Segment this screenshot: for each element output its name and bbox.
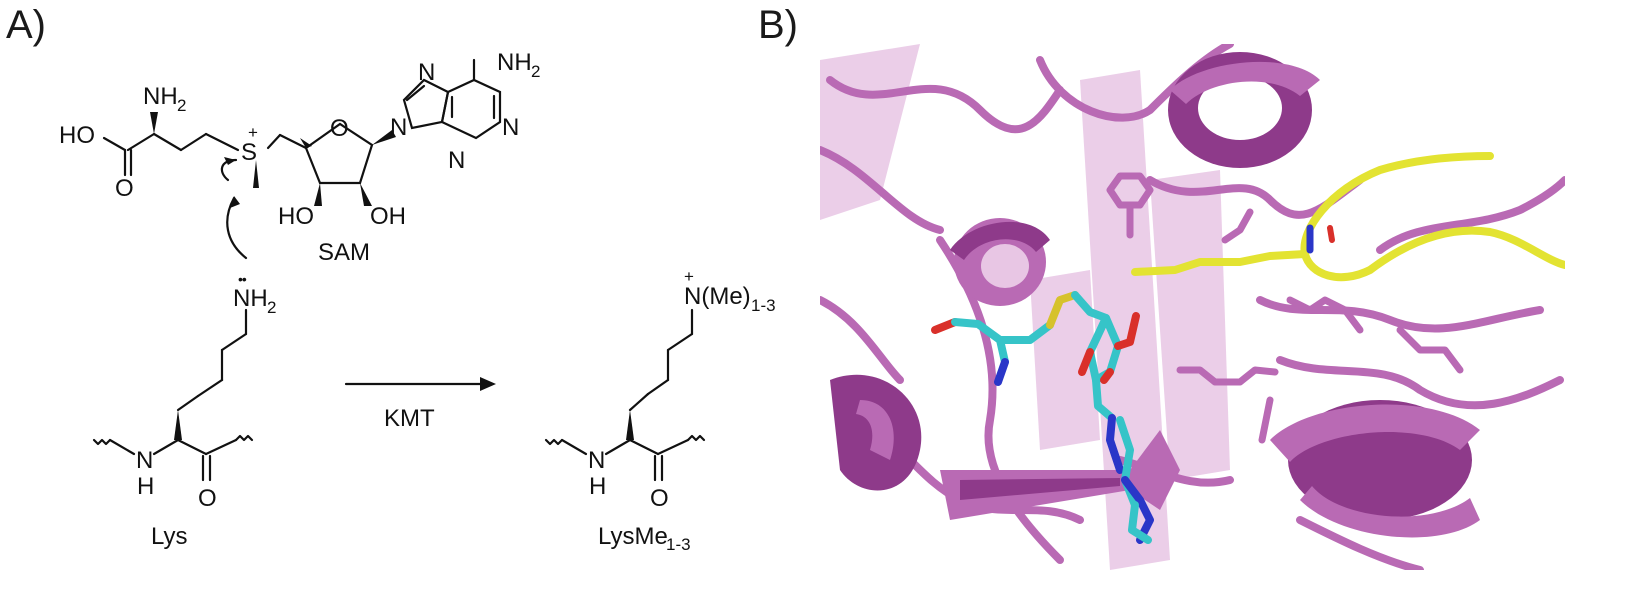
residue-sticks (1106, 172, 1464, 444)
protein-structure-render (820, 44, 1565, 570)
purine-n1-label: N (502, 114, 519, 141)
lys-wavy-left (92, 438, 112, 446)
enzyme-label: KMT (384, 405, 435, 432)
product-nme-label: N(Me) (684, 283, 751, 310)
wedge-bond (150, 112, 158, 134)
ribose-oh-label: OH (370, 203, 406, 230)
product-o-label: O (650, 485, 669, 512)
lys-h-label: H (137, 473, 154, 500)
lys-nh2-label: NH (233, 285, 268, 312)
panel-a: A) (6, 3, 776, 554)
product-n-label: N (588, 447, 605, 474)
panel-b: B) (758, 3, 1565, 570)
panel-a-label: A) (6, 3, 46, 47)
product-structure (544, 308, 706, 482)
purine-n7-label: N (418, 59, 435, 86)
helix-bottom-left (830, 374, 922, 491)
ribose-o-label: O (330, 115, 349, 142)
product-n-charge: + (684, 267, 694, 286)
product-wavy-left (544, 438, 564, 446)
lys-name-label: Lys (151, 523, 187, 550)
purine-n9-label: N (390, 114, 407, 141)
ribose-ho-label: HO (278, 203, 314, 230)
helix-top (1168, 52, 1320, 168)
sam-s-label: S (241, 139, 257, 166)
lys-wavy-right (234, 434, 254, 442)
sam-structure (102, 58, 502, 206)
adenine-nh2-subscript: 2 (531, 62, 540, 81)
sam-nh2-label: NH (143, 83, 178, 110)
lys-lone-pair: •• (238, 271, 247, 287)
sam-s-charge: + (248, 123, 258, 142)
peptide-oxygen (1327, 225, 1335, 243)
sheet-arrow-bottom (940, 430, 1180, 520)
adenine-nh2-label: NH (497, 49, 532, 76)
helix-bottom-right (1270, 400, 1480, 538)
sam-ligand (931, 291, 1154, 544)
purine-n3-label: N (448, 147, 465, 174)
nucleophile-curved-arrow (226, 196, 248, 260)
lys-structure (92, 308, 254, 482)
lys-nh2-subscript: 2 (267, 298, 276, 317)
sam-o-label: O (115, 175, 134, 202)
helix-left (950, 218, 1050, 306)
lys-o-label: O (198, 485, 217, 512)
sam-name-label: SAM (318, 239, 370, 266)
sam-ho-label: HO (59, 122, 95, 149)
panel-b-label: B) (758, 3, 798, 47)
product-name-subscript: 1-3 (666, 535, 691, 554)
product-name-label: LysMe (598, 523, 668, 550)
sam-nh2-subscript: 2 (177, 96, 186, 115)
lys-n-label: N (136, 447, 153, 474)
product-wavy-right (686, 434, 706, 442)
product-h-label: H (589, 473, 606, 500)
methyl-wedge (253, 160, 259, 188)
product-nme-subscript: 1-3 (751, 296, 776, 315)
